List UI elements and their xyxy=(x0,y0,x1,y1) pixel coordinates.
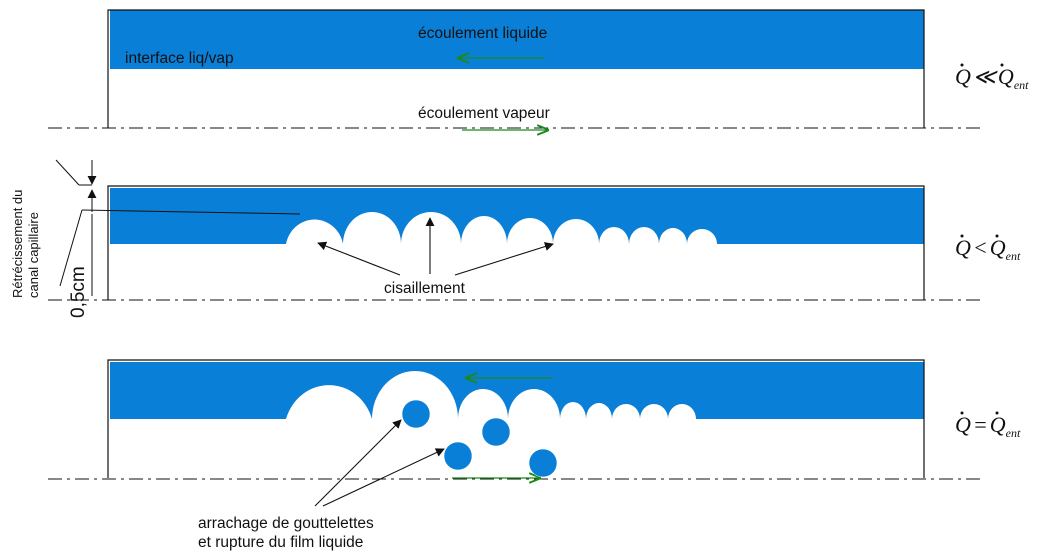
svg-text:Q≪Qent: Q≪Qent xyxy=(955,64,1029,92)
detachment-arrows xyxy=(314,419,445,507)
interface-label: interface liq/vap xyxy=(125,50,234,67)
regime-label-1: Q≪Qent xyxy=(955,63,1029,92)
channel-wall xyxy=(107,359,925,478)
shear-arrows xyxy=(317,217,554,276)
vapour-flow-label: écoulement vapeur xyxy=(418,105,550,122)
liquid-film xyxy=(110,10,924,69)
dimension-label: 0,5cm xyxy=(68,266,89,318)
narrowing-dimension xyxy=(55,159,301,296)
regime-label-2: Q<Qent xyxy=(955,234,1021,263)
shear-label: cisaillement xyxy=(384,280,466,297)
channel-wall xyxy=(107,9,925,128)
vapour-bubbles xyxy=(286,212,717,244)
svg-text:Q<Qent: Q<Qent xyxy=(955,235,1021,263)
panel-2: cisaillement Rétrécissement ducanal capi… xyxy=(10,159,1021,318)
panel-1: écoulement liquide interface liq/vap éco… xyxy=(48,9,1029,130)
vapour-bubbles xyxy=(286,371,696,419)
channel-wall xyxy=(107,185,925,300)
narrowing-label: Rétrécissement ducanal capillaire xyxy=(10,190,41,298)
regime-label-3: Q=Qent xyxy=(955,411,1021,440)
svg-text:Q=Qent: Q=Qent xyxy=(955,412,1021,440)
liquid-flow-label: écoulement liquide xyxy=(418,25,547,42)
droplets xyxy=(401,399,558,478)
